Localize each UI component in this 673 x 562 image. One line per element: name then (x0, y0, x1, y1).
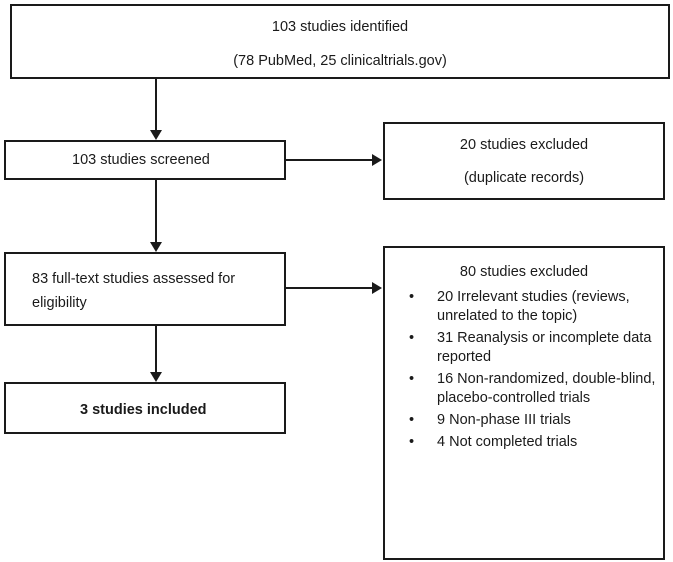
arrowhead-right-1 (372, 154, 382, 166)
exclusion-reason-item: • 16 Non-randomized, double-blind, placeb… (409, 370, 659, 408)
bullet-point: • (409, 371, 415, 387)
connector-screened-duplicates (286, 159, 372, 161)
included-label: 3 studies included (80, 402, 207, 418)
identified-count: 103 studies identified (271, 19, 409, 35)
screened-box: 103 studies screened (4, 140, 286, 180)
excluded-fulltext-box: 80 studies excluded • 20 Irrelevant studi… (383, 246, 665, 560)
bullet-point: • (409, 289, 415, 305)
arrowhead-down-1 (150, 130, 162, 140)
bullet-point: • (409, 412, 415, 428)
included-box: 3 studies included (4, 382, 286, 434)
bullet-point: • (409, 330, 415, 346)
exclusion-reason-text: 20 Irrelevant studies (reviews, unrelate… (437, 289, 630, 324)
exclusion-reason-item: • 31 Reanalysis or incomplete data report… (409, 329, 659, 367)
exclusion-reason-item: • 4 Not completed trials (409, 433, 659, 452)
arrowhead-right-2 (372, 282, 382, 294)
exclusion-reason-text: 4 Not completed trials (437, 434, 578, 450)
excluded-duplicates-count: 20 studies excluded (459, 137, 589, 153)
exclusion-reason-text: 16 Non-randomized, double-blind, placebo… (437, 371, 656, 406)
assessed-box: 83 full-text studies assessed for eligib… (4, 252, 286, 326)
arrowhead-down-3 (150, 372, 162, 382)
exclusion-reason-item: • 20 Irrelevant studies (reviews, unrelat… (409, 288, 659, 326)
connector-assessed-included (155, 326, 157, 373)
exclusion-reason-text: 9 Non-phase III trials (437, 412, 571, 428)
bullet-point: • (409, 434, 415, 450)
connector-assessed-excluded (286, 287, 372, 289)
connector-screened-assessed (155, 180, 157, 243)
connector-identified-screened (155, 79, 157, 131)
exclusion-reason-item: • 9 Non-phase III trials (409, 411, 659, 430)
exclusion-reason-text: 31 Reanalysis or incomplete data reporte… (437, 330, 652, 365)
screened-label: 103 studies screened (72, 152, 210, 168)
excluded-duplicates-box: 20 studies excluded (duplicate records) (383, 122, 665, 200)
exclusion-reasons-list: • 20 Irrelevant studies (reviews, unrelat… (409, 288, 659, 455)
excluded-fulltext-title: 80 studies excluded (459, 264, 589, 280)
arrowhead-down-2 (150, 242, 162, 252)
excluded-duplicates-reason: (duplicate records) (463, 170, 585, 186)
identified-sources: (78 PubMed, 25 clinicaltrials.gov) (233, 53, 447, 69)
assessed-label: 83 full-text studies assessed for eligib… (32, 271, 236, 311)
identified-box: 103 studies identified (78 PubMed, 25 cl… (10, 4, 670, 79)
